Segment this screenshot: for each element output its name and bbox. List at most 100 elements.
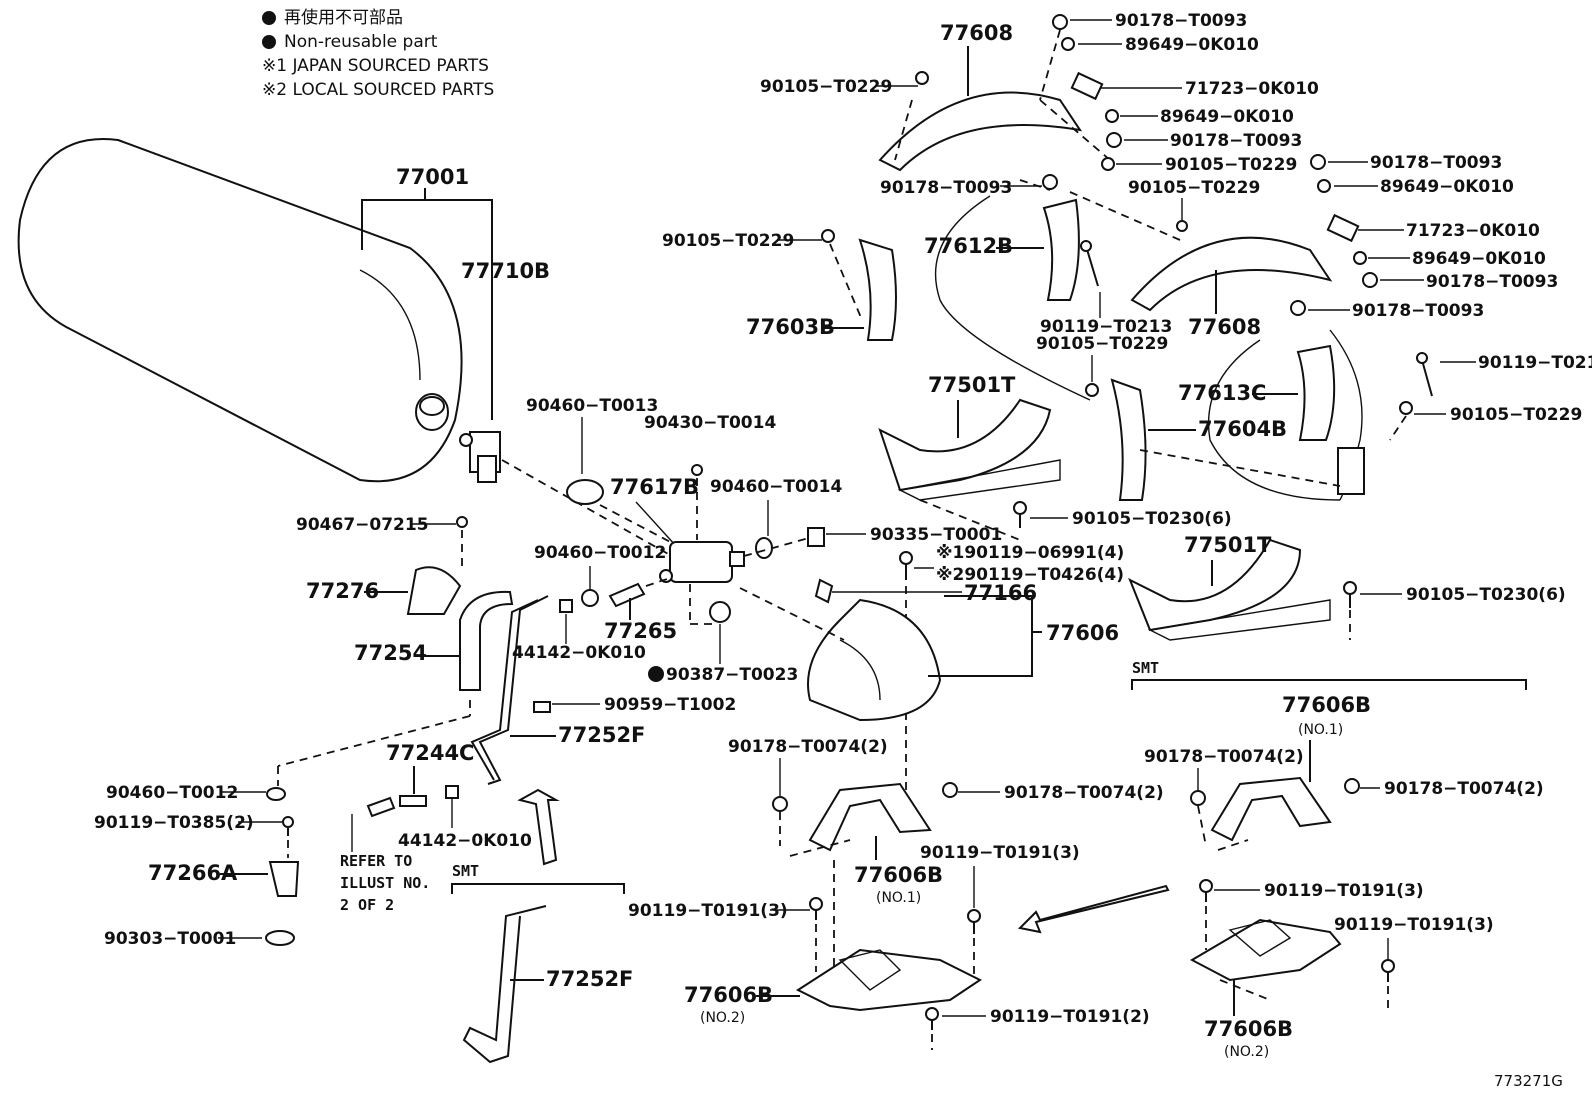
label-77606B-d: 77606B: [1204, 1017, 1293, 1041]
bracket-77606: [928, 595, 1033, 677]
legend-non-reusable-jp: 再使用不可部品: [262, 6, 494, 30]
label-90178-T0074-a: 90178−T0074(2): [728, 737, 888, 757]
label-44142-0K010-a: 44142−0K010: [512, 643, 646, 663]
label-90460-T0012-b: 90460−T0012: [106, 783, 238, 803]
bracket-77001: [361, 199, 493, 420]
label-90178-T0093-c: 90178−T0093: [880, 178, 1012, 198]
label-90119-T0426: ※290119−T0426(4): [936, 565, 1124, 585]
label-90105-T0229-b: 90105−T0229: [1165, 155, 1297, 175]
label-77166: 77166: [964, 581, 1037, 605]
label-90119-T0191-c: 90119−T0191(3): [1264, 881, 1424, 901]
legend: 再使用不可部品 Non-reusable part ※1 JAPAN SOURC…: [262, 6, 494, 102]
label-77254: 77254: [354, 641, 427, 665]
up-arrow-icon: [517, 788, 560, 866]
label-90178-T0093-a: 90178−T0093: [1115, 11, 1247, 31]
label-90119-T0213-a: 90119−T0213: [1040, 317, 1172, 337]
hose-77254: [459, 590, 514, 691]
label-90467-07215: 90467−07215: [296, 515, 429, 535]
label-90178-T0093-f: 90178−T0093: [1352, 301, 1484, 321]
nut-44142-a: [559, 599, 573, 613]
label-89649-0K010-b: 89649−0K010: [1160, 107, 1294, 127]
label-90178-T0093-b: 90178−T0093: [1170, 131, 1302, 151]
plug-90335-T0001: [807, 527, 825, 547]
clamp-90460-T0013: [566, 479, 604, 505]
band-77608-top: [878, 91, 1083, 172]
label-90178-T0074-b: 90178−T0074(2): [1004, 783, 1164, 803]
label-77606B-a: 77606B: [854, 863, 943, 887]
label-44142-0K010-b: 44142−0K010: [398, 831, 532, 851]
smt-bracket-right: [1131, 679, 1527, 690]
valve-77613C: [1337, 447, 1365, 495]
support-77501T-b: [1128, 538, 1302, 632]
label-89649-0K010-a: 89649−0K010: [1125, 35, 1259, 55]
label-77603B: 77603B: [746, 315, 835, 339]
bracket-77606B-no1-right: [1210, 776, 1332, 842]
label-77501T-a: 77501T: [928, 373, 1016, 397]
label-no1-b: (NO.1): [1298, 722, 1343, 738]
left-arrow-icon: [1017, 884, 1170, 934]
union-77244C: [399, 795, 427, 807]
nut-44142-b: [445, 785, 459, 799]
label-77606B-b: 77606B: [1282, 693, 1371, 717]
label-77265: 77265: [604, 619, 677, 643]
label-89649-0K010-d: 89649−0K010: [1412, 249, 1546, 269]
label-90119-T0213-b: 90119−T0213: [1478, 353, 1592, 373]
fitting-77617B: [659, 541, 745, 583]
strap-77604B: [1110, 378, 1147, 501]
tank-77001: [17, 138, 463, 483]
nipple-77265: [608, 582, 646, 608]
label-77710B: 77710B: [461, 259, 550, 283]
label-no2-b: (NO.2): [1224, 1044, 1269, 1060]
strap-77603B: [858, 238, 897, 341]
label-90105-T0229-f: 90105−T0229: [1450, 405, 1582, 425]
label-90105-T0229-c: 90105−T0229: [1128, 178, 1260, 198]
gasket-90303-T0001: [265, 930, 295, 946]
refer-line-2: ILLUST NO.: [340, 874, 430, 892]
legend-note-1: ※1 JAPAN SOURCED PARTS: [262, 54, 494, 78]
label-89649-0K010-c: 89649−0K010: [1380, 177, 1514, 197]
label-90959-T1002: 90959−T1002: [604, 695, 736, 715]
bolt-90959-T1002: [533, 701, 551, 713]
clamp-90460-T0012-b: [266, 787, 286, 801]
valve-77710B: [459, 431, 501, 483]
legend-en-text: Non-reusable part: [284, 32, 438, 52]
label-77252F-b: 77252F: [546, 967, 633, 991]
label-77617B: 77617B: [610, 475, 699, 499]
label-90460-T0014: 90460−T0014: [710, 477, 842, 497]
label-90303-T0001: 90303−T0001: [104, 929, 236, 949]
legend-jp-text: 再使用不可部品: [284, 8, 403, 28]
legend-note-2-text: ※2 LOCAL SOURCED PARTS: [262, 80, 495, 100]
bracket-77606B-no1-center: [808, 782, 932, 852]
legend-note-1-text: ※1 JAPAN SOURCED PARTS: [262, 56, 489, 76]
pipe-end: [366, 796, 396, 818]
strap-77613C: [1296, 344, 1336, 441]
label-77606: 77606: [1046, 621, 1119, 645]
legend-non-reusable-en: Non-reusable part: [262, 30, 494, 54]
label-smt-left: SMT: [452, 862, 479, 880]
label-77252F-a: 77252F: [558, 723, 645, 747]
label-77613C: 77613C: [1178, 381, 1266, 405]
clamp-90460-T0012-a: [581, 589, 599, 607]
label-90105-T0229-d: 90105−T0229: [662, 231, 794, 251]
label-71723-0K010-b: 71723−0K010: [1406, 221, 1540, 241]
label-90460-T0013: 90460−T0013: [526, 396, 658, 416]
label-90105-T0230-6-a: 90105−T0230(6): [1072, 509, 1232, 529]
non-reusable-dot: [648, 666, 664, 682]
drain-77266A: [268, 861, 300, 897]
dash-ring-a: [934, 195, 1091, 401]
refer-line-3: 2 OF 2: [340, 896, 394, 914]
label-no1-a: (NO.1): [876, 890, 921, 906]
label-90430-T0014: 90430−T0014: [644, 413, 776, 433]
label-90105-T0229-e: 90105−T0229: [1036, 334, 1168, 354]
band-77608-mid: [1130, 236, 1333, 312]
label-77604B: 77604B: [1198, 417, 1287, 441]
label-90460-T0012-a: 90460−T0012: [534, 543, 666, 563]
label-90119-T0385: 90119−T0385(2): [94, 813, 254, 833]
label-90178-T0074-c: 90178−T0074(2): [1144, 747, 1304, 767]
pipe-77252F-a: [478, 595, 549, 785]
label-90119-T0191-a: 90119−T0191(3): [920, 843, 1080, 863]
filled-dot-icon: [262, 11, 276, 25]
label-90178-T0093-d: 90178−T0093: [1370, 153, 1502, 173]
label-90119-T0191-d: 90119−T0191(3): [1334, 915, 1494, 935]
